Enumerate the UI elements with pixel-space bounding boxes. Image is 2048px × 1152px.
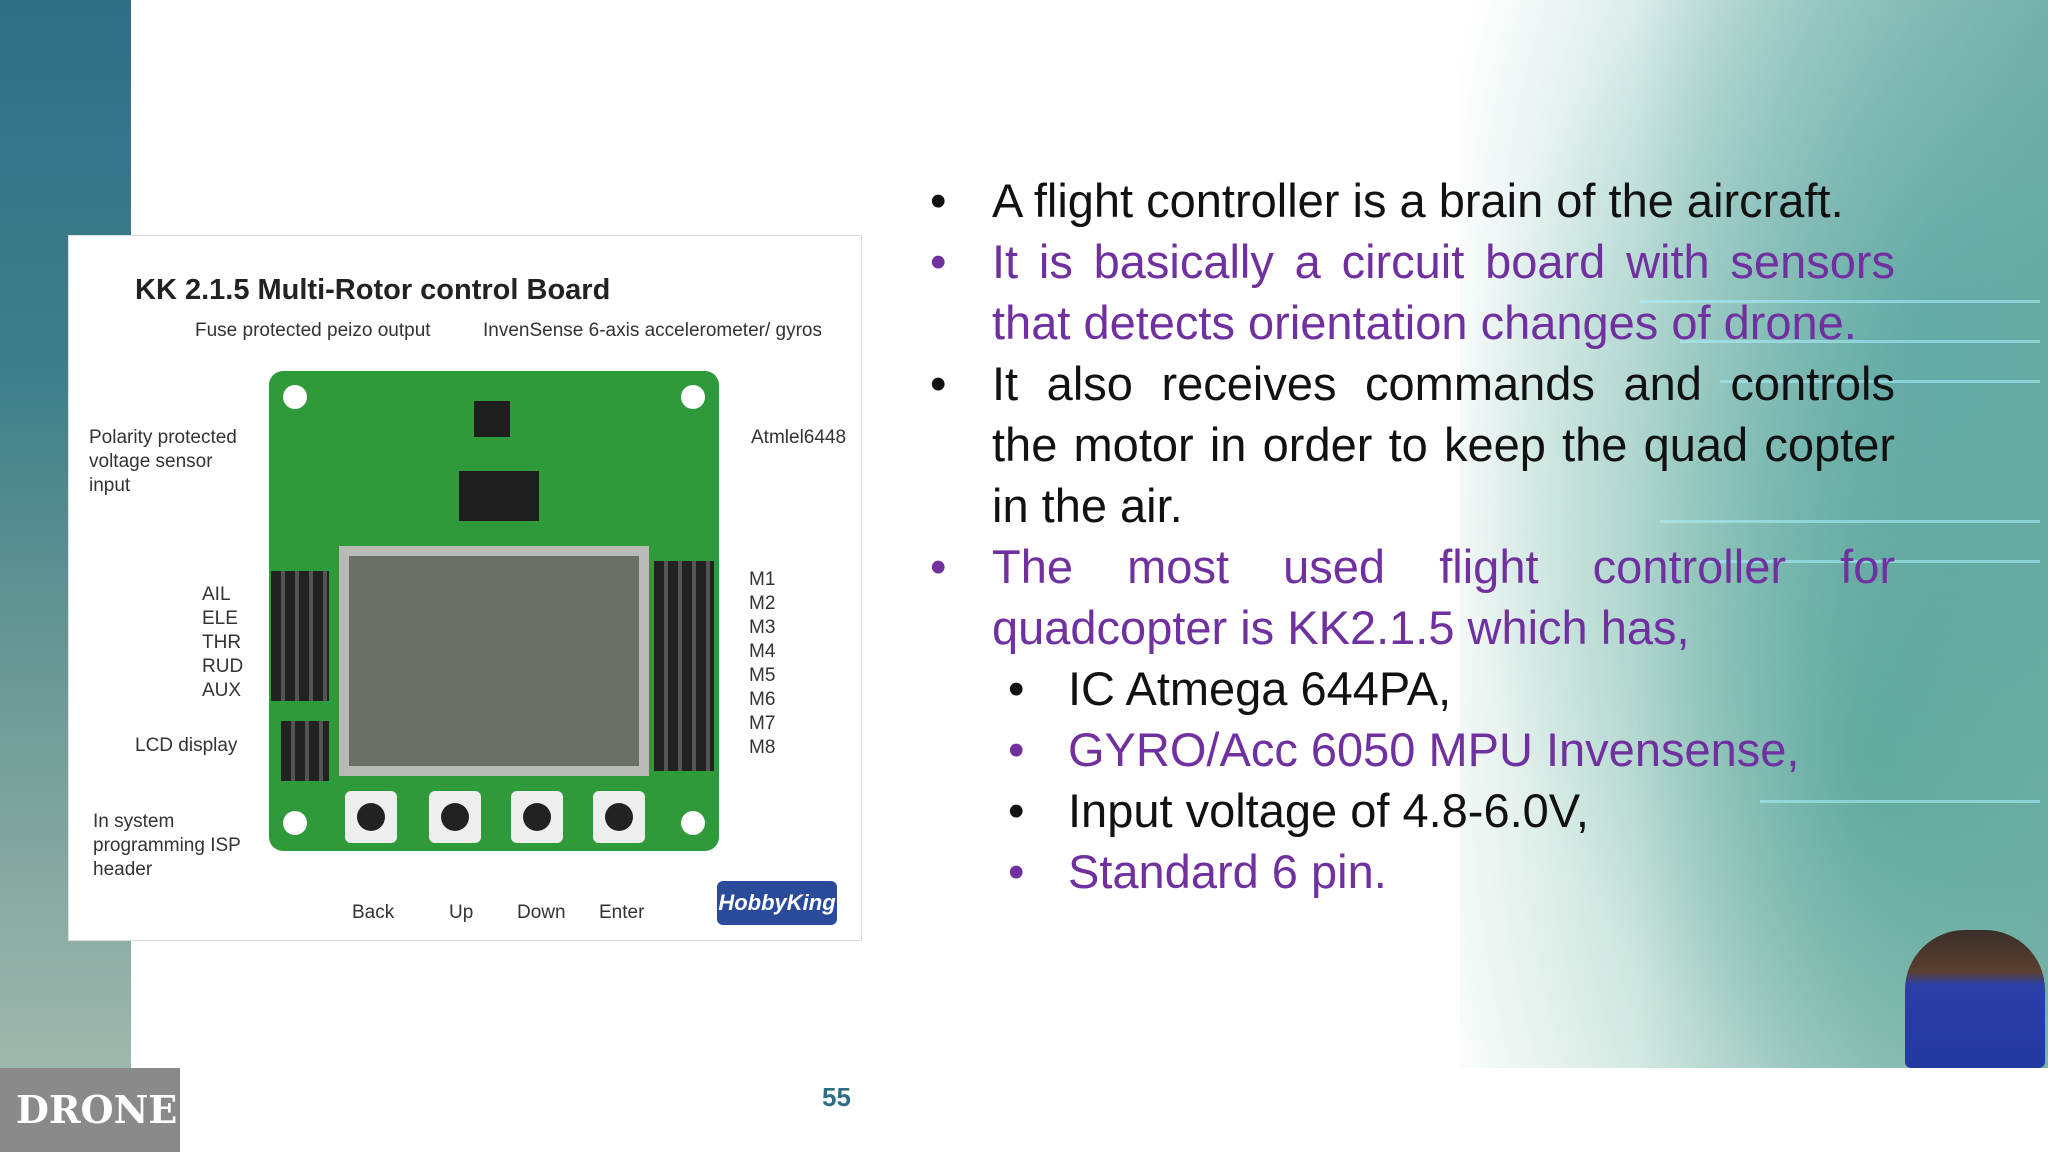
- bullet-item: •The most used flight controller for qua…: [930, 540, 1895, 654]
- footer-tag: DRONE: [0, 1068, 180, 1152]
- presenter-photo: [1905, 930, 2045, 1068]
- label-back: Back: [352, 902, 395, 923]
- label-rud: RUD: [202, 656, 244, 677]
- label-invensense: InvenSense 6-axis accelerometer/ gyros: [483, 320, 822, 341]
- label-m8: M8: [749, 737, 776, 758]
- circuit-background-graphic: [1460, 0, 2048, 1068]
- label-fuse: Fuse protected peizo output: [195, 320, 431, 341]
- bullet-item: •A flight controller is a brain of the a…: [930, 174, 1844, 227]
- label-polarity: Polarity protected voltage sensor input: [89, 427, 237, 496]
- input-pin-header: [271, 571, 329, 701]
- bullet-list: •A flight controller is a brain of the a…: [930, 170, 1895, 902]
- label-m7: M7: [749, 713, 776, 734]
- label-m2: M2: [749, 593, 776, 614]
- label-down: Down: [517, 902, 566, 923]
- figure-title: KK 2.1.5 Multi-Rotor control Board: [135, 274, 611, 306]
- lcd-display: [339, 546, 649, 776]
- label-ail: AIL: [202, 584, 231, 605]
- enter-button-graphic: [593, 791, 645, 843]
- sub-bullet-item: •Standard 6 pin.: [1008, 845, 1387, 898]
- label-up: Up: [449, 902, 474, 923]
- back-button-graphic: [345, 791, 397, 843]
- motor-pin-header: [654, 561, 714, 771]
- label-thr: THR: [202, 632, 242, 653]
- page-number: 55: [822, 1082, 851, 1112]
- sub-bullet-item: •GYRO/Acc 6050 MPU Invensense,: [1008, 723, 1800, 776]
- atmega-chip: [459, 471, 539, 521]
- down-button-graphic: [511, 791, 563, 843]
- sub-bullet-item: •Input voltage of 4.8-6.0V,: [1008, 784, 1589, 837]
- label-ele: ELE: [202, 608, 238, 629]
- sub-bullet-item: • IC Atmega 644PA,: [1008, 662, 1452, 715]
- isp-pin-header: [281, 721, 329, 781]
- label-isp: In system programming ISP header: [93, 811, 241, 880]
- bullet-item: •It also receives commands and controls …: [930, 357, 1895, 532]
- label-lcd: LCD display: [135, 735, 238, 756]
- hobbyking-logo: HobbyKing: [717, 881, 837, 925]
- gyro-chip: [474, 401, 510, 437]
- label-atmel: Atmlel6448: [751, 427, 847, 448]
- label-m6: M6: [749, 689, 776, 710]
- label-enter: Enter: [599, 902, 645, 923]
- label-aux: AUX: [202, 680, 242, 701]
- label-m1: M1: [749, 569, 776, 590]
- label-m5: M5: [749, 665, 776, 686]
- flight-controller-figure: KK 2.1.5 Multi-Rotor control Board Fuse …: [68, 235, 862, 941]
- pcb-board: [269, 371, 719, 851]
- label-m4: M4: [749, 641, 776, 662]
- label-m3: M3: [749, 617, 776, 638]
- bullet-item: •It is basically a circuit board with se…: [930, 235, 1895, 349]
- up-button-graphic: [429, 791, 481, 843]
